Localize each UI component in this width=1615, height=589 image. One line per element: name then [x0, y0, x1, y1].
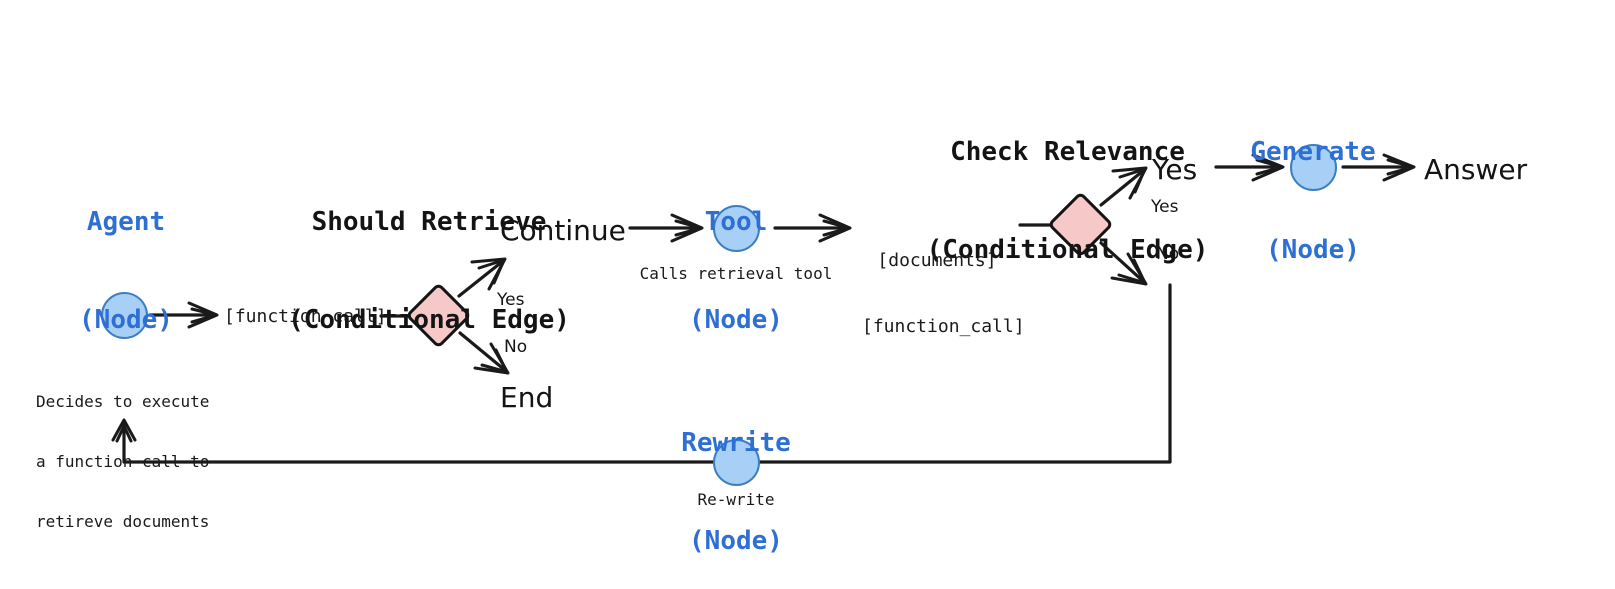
tool-output-state-token: [documents] [function_call]: [862, 206, 1025, 382]
edge-tool-to-documents: [773, 213, 852, 243]
edge-yes-to-generate: [1214, 153, 1285, 182]
tool-node-heading: Tool (Node): [636, 141, 836, 401]
tool-output-state-token-line2: [function_call]: [862, 316, 1025, 337]
edge-agent-to-functioncall: [148, 301, 219, 329]
answer-flow-label: Answer: [1424, 153, 1528, 186]
tool-output-state-token-line1: [documents]: [877, 250, 997, 271]
edge-generate-to-answer: [1341, 153, 1416, 182]
generate-node-heading-line2: (Node): [1266, 234, 1360, 265]
generate-node-circle[interactable]: [1290, 144, 1337, 191]
edge-check-relevance-no: [1099, 241, 1148, 286]
check-relevance-no-branch-label: No: [1156, 244, 1180, 264]
tool-node-circle[interactable]: [713, 205, 760, 252]
agent-description-caption: Decides to execute a function call to re…: [36, 352, 266, 572]
generate-node-heading-line1: Generate: [1250, 137, 1376, 167]
should-retrieve-yes-branch-label: Yes: [497, 290, 525, 310]
check-relevance-edge-heading: Check Relevance (Conditional Edge): [915, 71, 1220, 331]
edge-check-relevance-yes: [1099, 166, 1148, 207]
generate-node-heading: Generate (Node): [1213, 71, 1413, 331]
agent-description-line3: retireve documents: [36, 512, 210, 531]
tool-description-caption: Calls retrieval tool: [639, 264, 833, 283]
rewrite-description-caption: Re-write: [697, 490, 775, 509]
tool-node-heading-line1: Tool: [704, 207, 768, 237]
agent-node-circle[interactable]: [101, 292, 148, 339]
should-retrieve-no-branch-label: No: [504, 337, 528, 357]
check-relevance-edge-heading-line1: Check Relevance: [950, 137, 1185, 167]
continue-flow-label: Continue: [500, 214, 626, 247]
should-retrieve-edge-heading: Should Retrieve (Conditional Edge): [279, 141, 579, 401]
agent-description-line2: a function call to: [36, 452, 210, 471]
tool-node-heading-line2: (Node): [689, 304, 783, 335]
should-retrieve-edge-heading-line2: (Conditional Edge): [288, 304, 570, 335]
edge-should-retrieve-yes: [457, 257, 507, 298]
agent-output-state-token: [function_call]: [224, 306, 387, 327]
rewrite-node-heading-line2: (Node): [689, 525, 783, 556]
rewrite-node-heading-line1: Rewrite: [681, 428, 791, 458]
end-flow-label: End: [500, 381, 554, 414]
agent-node-heading: Agent (Node): [26, 141, 226, 401]
agent-node-heading-line2: (Node): [79, 304, 173, 335]
check-relevance-edge-heading-line2: (Conditional Edge): [926, 234, 1209, 265]
yes-flow-label: Yes: [1152, 153, 1198, 186]
agent-node-heading-line1: Agent: [86, 207, 166, 237]
check-relevance-yes-branch-label: Yes: [1151, 197, 1179, 217]
edge-continue-to-tool: [628, 213, 704, 243]
edge-should-retrieve-no: [458, 331, 510, 375]
should-retrieve-edge-heading-line1: Should Retrieve: [311, 207, 547, 237]
edge-rewrite-feedback-loop: [111, 283, 1172, 464]
agent-description-line1: Decides to execute: [36, 392, 210, 411]
rewrite-node-heading: Rewrite (Node): [636, 362, 836, 589]
rewrite-node-circle[interactable]: [713, 439, 760, 486]
